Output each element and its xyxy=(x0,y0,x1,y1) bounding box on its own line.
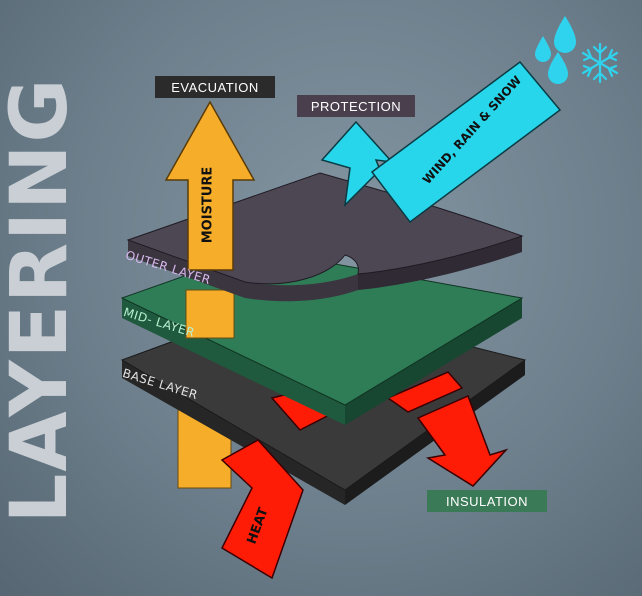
base-layer-side xyxy=(122,360,345,505)
heat-arrow xyxy=(220,439,304,580)
insulation-label: INSULATION xyxy=(427,490,547,512)
rain-drop-icon xyxy=(535,36,551,62)
rain-drop-icon xyxy=(554,16,576,53)
moisture-arrow-mid xyxy=(185,289,235,339)
insulation-arrow xyxy=(416,394,509,487)
outer-layer-side xyxy=(128,240,358,302)
wind-arrow-head xyxy=(320,120,394,208)
moisture-arrow-label: MOISTURE xyxy=(200,166,216,244)
heat-flash-right xyxy=(386,371,464,413)
rain-drop-icon xyxy=(548,52,568,84)
mid-layer-side-right xyxy=(345,298,522,425)
moisture-arrow-top xyxy=(164,100,256,271)
wind-arrow-shaft xyxy=(370,60,562,224)
protection-label: PROTECTION xyxy=(297,95,415,117)
mid-layer-side xyxy=(122,298,345,425)
snowflake-icon xyxy=(581,42,619,84)
evacuation-label: EVACUATION xyxy=(155,76,275,98)
